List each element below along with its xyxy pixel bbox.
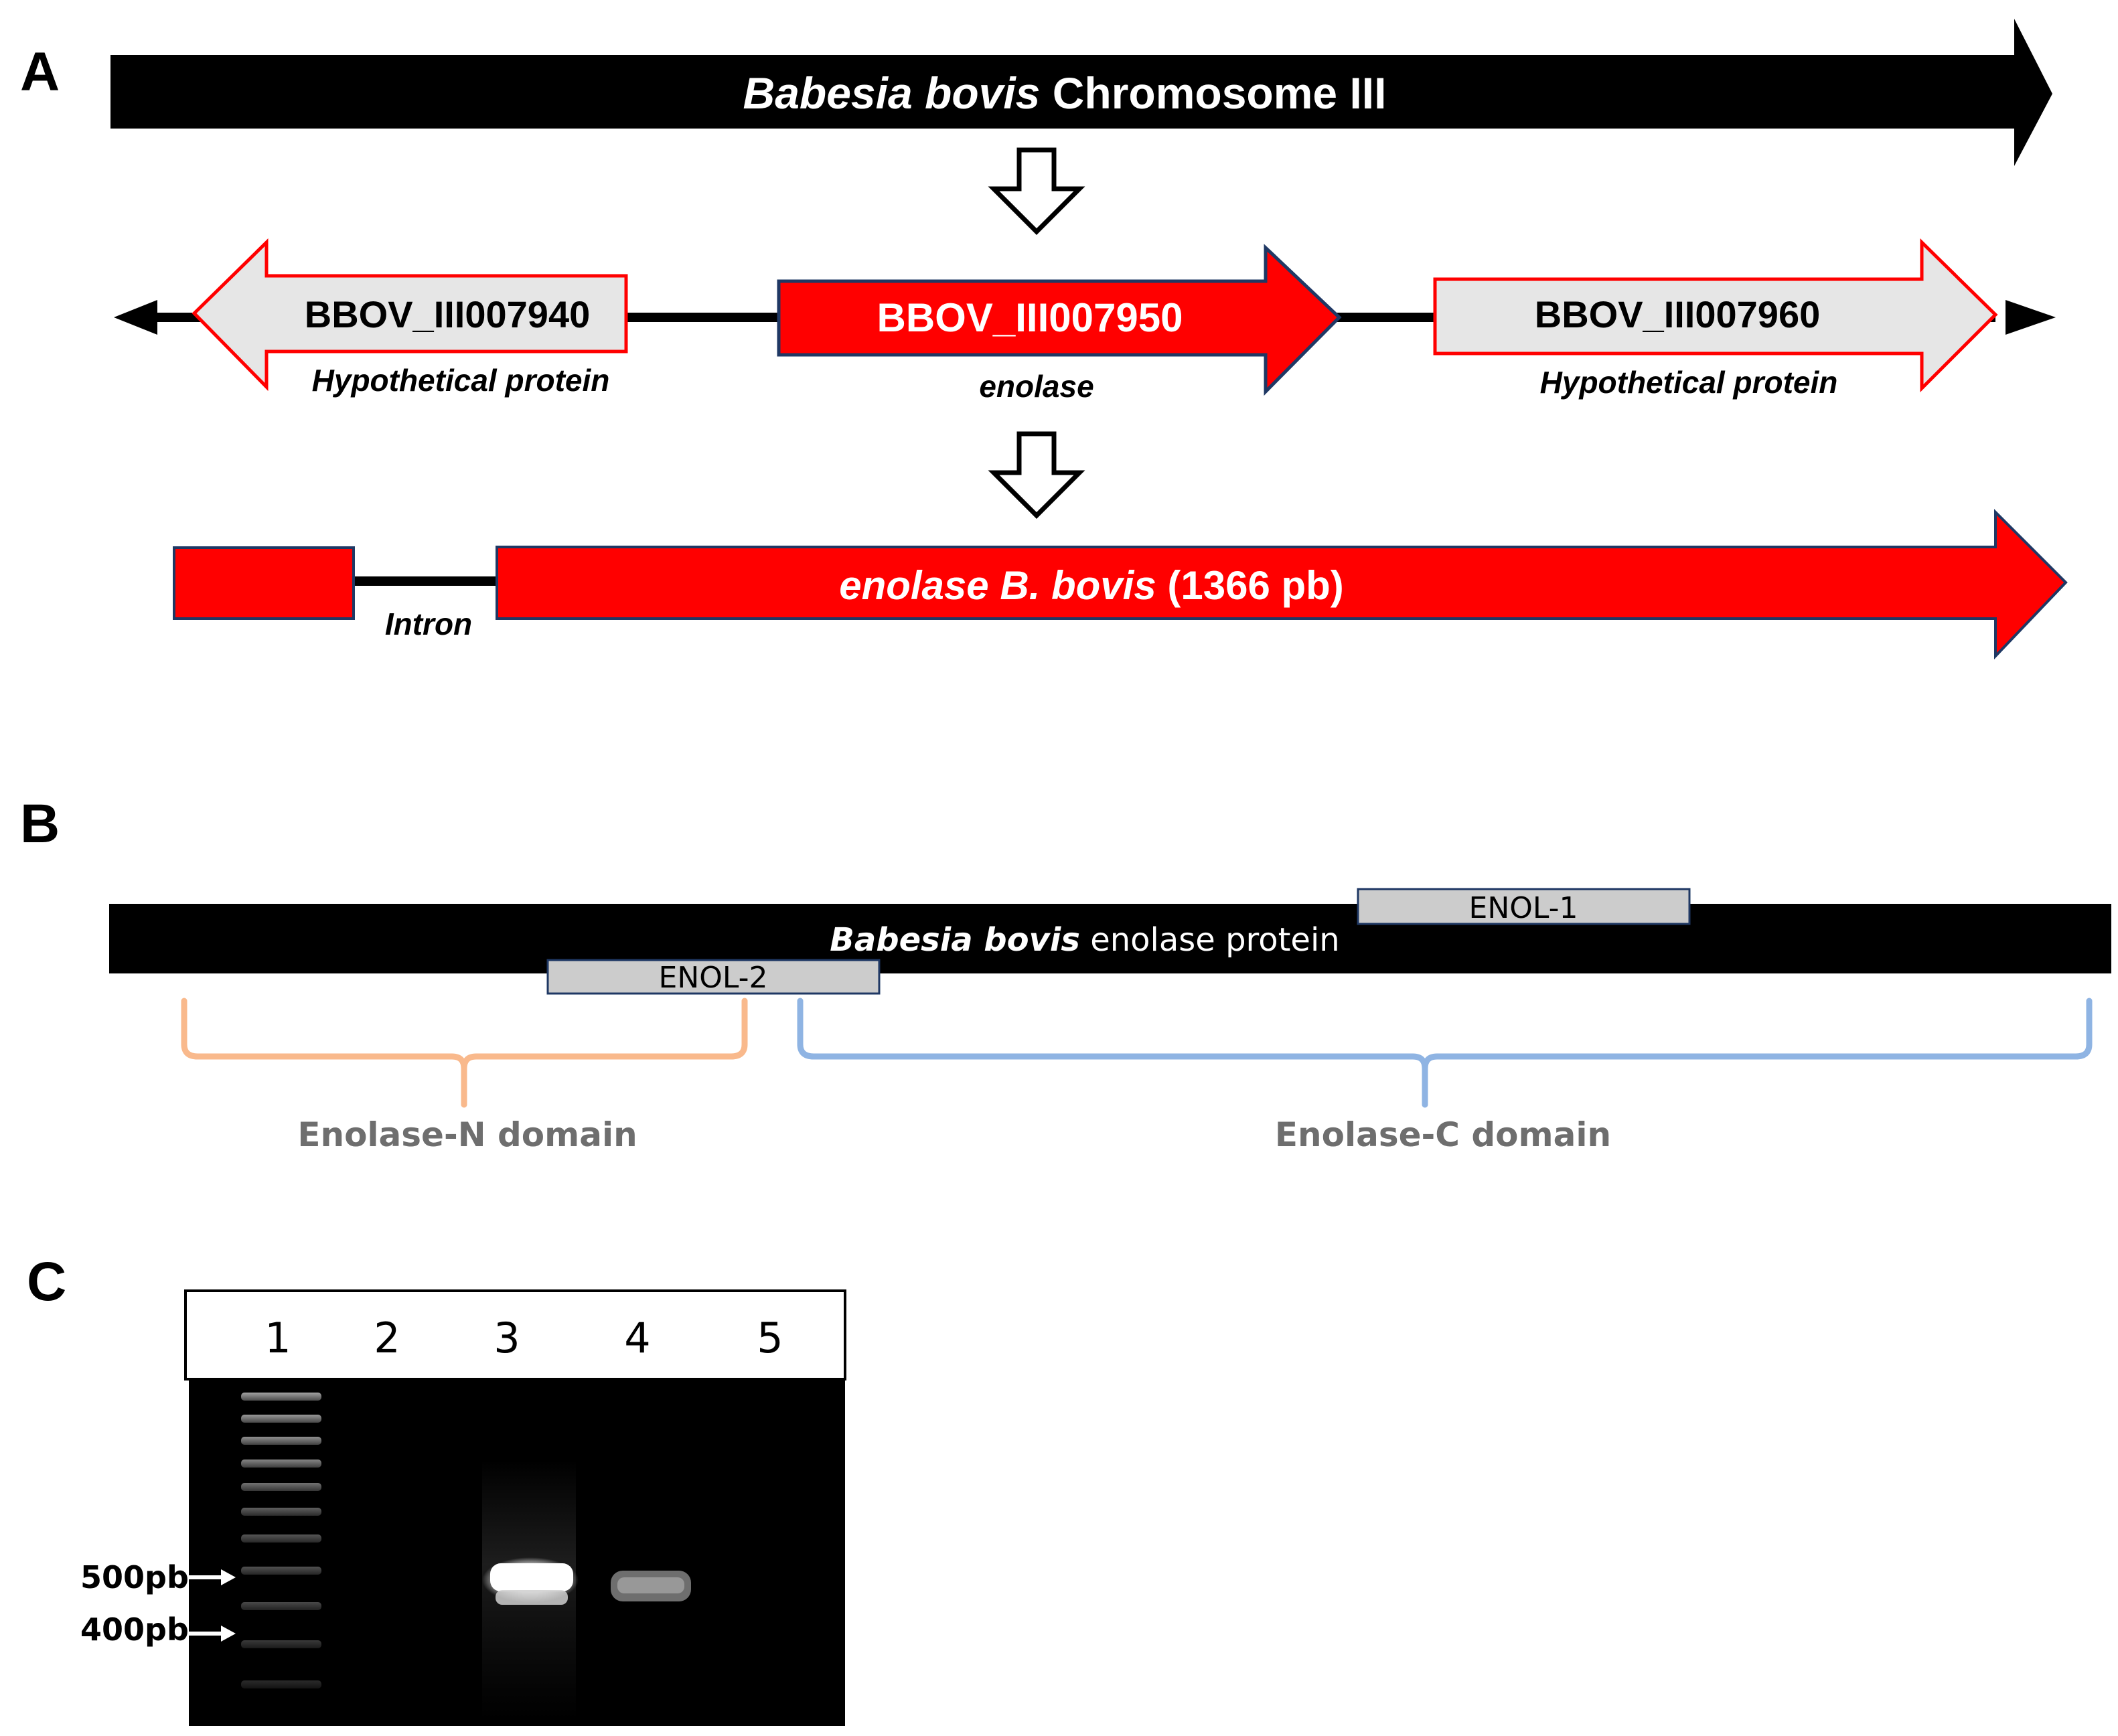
enolase-c-label: Enolase-C domain bbox=[1275, 1115, 1611, 1154]
lane-number: 4 bbox=[624, 1314, 650, 1362]
protein-label: Babesia bovis enolase protein bbox=[830, 921, 1339, 959]
marker-500pb: 500pb bbox=[80, 1559, 189, 1595]
intron-label: Intron bbox=[385, 607, 472, 641]
lane-header bbox=[184, 1289, 846, 1380]
lane-3-band-lower bbox=[496, 1590, 568, 1605]
down-arrow-icon bbox=[988, 147, 1085, 235]
epitope-enol-1-label: ENOL-1 bbox=[1469, 891, 1578, 925]
protein-bar bbox=[109, 904, 2111, 973]
gene-id-bbov-iii007950: BBOV_III007950 bbox=[877, 295, 1183, 340]
gene-arrow-bbov-iii007940 bbox=[192, 238, 628, 392]
panel-a-label: A bbox=[20, 42, 60, 102]
marker-400pb: 400pb bbox=[80, 1611, 189, 1648]
enolase-c-brace bbox=[797, 998, 2093, 1108]
panel-c-label: C bbox=[27, 1251, 66, 1312]
left-arrowhead-icon bbox=[114, 300, 157, 335]
lane-4-band-core bbox=[617, 1577, 684, 1593]
gene-desc-bbov-iii007950: enolase bbox=[979, 369, 1093, 404]
chromosome-arrow-main bbox=[110, 19, 2052, 166]
gene-desc-bbov-iii007960: Hypothetical protein bbox=[1540, 365, 1838, 400]
lane-number: 3 bbox=[494, 1314, 520, 1362]
enolase-n-label: Enolase-N domain bbox=[297, 1115, 637, 1154]
chromosome-title: Babesia bovis Chromosome III bbox=[743, 68, 1387, 118]
exon-2-arrow bbox=[496, 509, 2068, 659]
cds-label: enolase B. bovis (1366 pb) bbox=[839, 563, 1344, 608]
down-arrow-icon bbox=[988, 431, 1085, 519]
gene-id-bbov-iii007940: BBOV_III007940 bbox=[305, 293, 590, 335]
marker-500-arrowhead-icon bbox=[221, 1569, 236, 1585]
epitope-enol-2 bbox=[546, 959, 881, 995]
panel-b-label: B bbox=[20, 793, 60, 854]
marker-400-arrowhead-icon bbox=[221, 1626, 236, 1642]
lane-number: 1 bbox=[264, 1314, 291, 1362]
gene-arrow-bbov-iii007960 bbox=[1433, 238, 1998, 393]
lane-number: 2 bbox=[374, 1314, 400, 1362]
epitope-enol-2-label: ENOL-2 bbox=[659, 961, 768, 995]
lane-number: 5 bbox=[757, 1314, 783, 1362]
gene-desc-bbov-iii007940: Hypothetical protein bbox=[312, 363, 610, 398]
ladder-lane bbox=[241, 1393, 321, 1688]
lane-3-band-core bbox=[490, 1563, 573, 1591]
gene-arrow-bbov-iii007950 bbox=[777, 244, 1342, 396]
right-arrowhead-icon bbox=[2006, 300, 2056, 335]
enolase-n-brace bbox=[181, 998, 748, 1108]
exon-1 bbox=[173, 546, 355, 620]
gene-id-bbov-iii007960: BBOV_III007960 bbox=[1535, 293, 1820, 335]
epitope-enol-1 bbox=[1357, 888, 1691, 925]
